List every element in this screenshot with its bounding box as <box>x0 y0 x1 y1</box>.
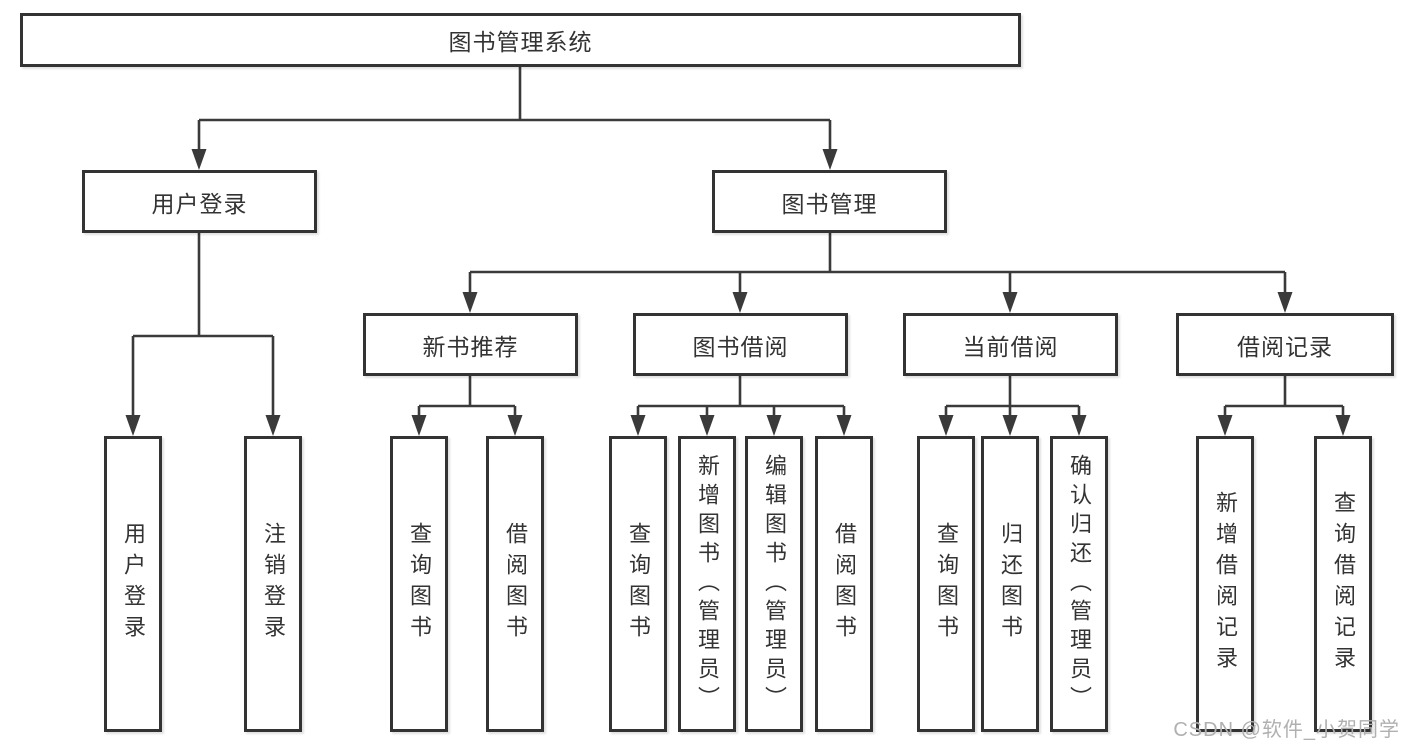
leaf-label: 新增借阅记录 <box>1213 491 1238 677</box>
node-book-mgmt-label: 图书管理 <box>781 190 878 217</box>
node-borrow-records: 借阅记录 <box>1176 313 1394 376</box>
node-book-borrow: 图书借阅 <box>633 313 848 376</box>
arrowheads <box>125 149 1351 436</box>
leaf-label: 借阅图书 <box>832 522 857 646</box>
node-current-borrow-label: 当前借阅 <box>962 333 1059 360</box>
node-leaf-bb-borrow: 借阅图书 <box>815 436 873 732</box>
node-leaf-user-login: 用户登录 <box>104 436 162 732</box>
node-leaf-bb-add: 新增图书（管理员） <box>678 436 736 732</box>
node-root-label: 图书管理系统 <box>448 29 593 55</box>
node-user-login: 用户登录 <box>82 170 317 233</box>
node-new-book-rec: 新书推荐 <box>363 313 578 376</box>
node-leaf-cb-query: 查询图书 <box>917 436 975 732</box>
leaf-label: 归还图书 <box>998 522 1023 646</box>
node-leaf-bb-query: 查询图书 <box>609 436 667 732</box>
node-leaf-nbr-query: 查询图书 <box>390 436 448 732</box>
node-book-borrow-label: 图书借阅 <box>692 333 789 360</box>
node-leaf-bb-edit: 编辑图书（管理员） <box>745 436 803 732</box>
node-leaf-br-query: 查询借阅记录 <box>1314 436 1372 732</box>
leaf-label: 确认归还（管理员） <box>1067 453 1092 715</box>
leaf-label: 查询借阅记录 <box>1331 491 1356 677</box>
leaf-label: 查询图书 <box>934 522 959 646</box>
leaf-label: 用户登录 <box>121 522 146 646</box>
leaf-label: 查询图书 <box>407 522 432 646</box>
node-root: 图书管理系统 <box>20 13 1021 67</box>
leaf-label: 注销登录 <box>261 522 286 646</box>
node-new-book-rec-label: 新书推荐 <box>422 333 519 360</box>
leaf-label: 借阅图书 <box>503 522 528 646</box>
node-book-mgmt: 图书管理 <box>712 170 947 233</box>
watermark: CSDN @软件_小贺同学 <box>1173 719 1400 741</box>
leaf-label: 编辑图书（管理员） <box>762 453 787 715</box>
node-leaf-cb-confirm: 确认归还（管理员） <box>1050 436 1108 732</box>
node-leaf-cb-return: 归还图书 <box>981 436 1039 732</box>
node-leaf-logout: 注销登录 <box>244 436 302 732</box>
leaf-label: 查询图书 <box>626 522 651 646</box>
node-current-borrow: 当前借阅 <box>903 313 1118 376</box>
leaf-label: 新增图书（管理员） <box>695 453 720 715</box>
node-leaf-nbr-borrow: 借阅图书 <box>486 436 544 732</box>
node-leaf-br-add: 新增借阅记录 <box>1196 436 1254 732</box>
node-user-login-label: 用户登录 <box>151 190 248 217</box>
node-borrow-records-label: 借阅记录 <box>1237 333 1333 360</box>
